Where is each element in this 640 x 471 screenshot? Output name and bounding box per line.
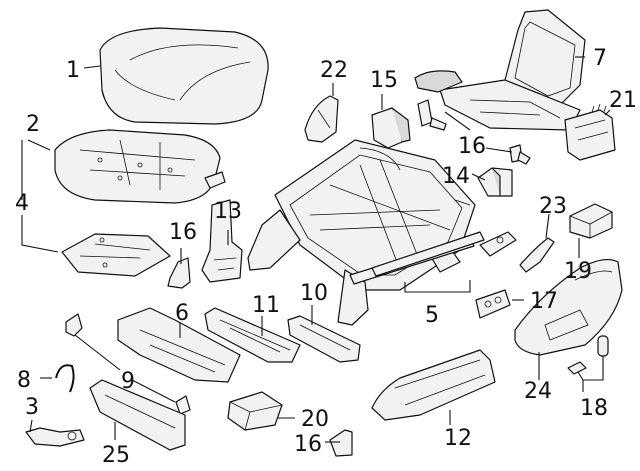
part-19-knob (569, 203, 613, 239)
callout-6: 6 (175, 301, 189, 326)
part-15-bracket (371, 107, 411, 149)
callout-12: 12 (444, 426, 472, 451)
callout-4: 4 (15, 191, 29, 216)
callout-24: 24 (524, 379, 552, 404)
callout-22: 22 (320, 58, 348, 83)
callout-14: 14 (442, 164, 470, 189)
part-16-bracket-c (167, 257, 191, 289)
part-13-bracket (201, 199, 243, 283)
callout-13: 13 (214, 199, 242, 224)
part-17-switch (475, 289, 511, 319)
callout-7: 7 (593, 46, 607, 71)
part-9-cap-b (175, 395, 191, 415)
part-5-motor (479, 231, 517, 257)
callout-16b: 16 (169, 220, 197, 245)
callout-20: 20 (301, 407, 329, 432)
callout-5: 5 (425, 303, 439, 328)
part-23-handle (519, 237, 555, 273)
leader-lines (21, 56, 611, 443)
seat-frame-assembly (247, 139, 485, 326)
part-22-bracket (304, 95, 339, 143)
part-16-bracket-b (509, 144, 531, 165)
part-18-knob-b (597, 335, 609, 357)
callout-19: 19 (564, 259, 592, 284)
callout-18: 18 (580, 396, 608, 421)
part-4-cushion-pan (61, 233, 171, 277)
callout-2: 2 (26, 112, 40, 137)
callout-16a: 16 (458, 134, 486, 159)
part-21-control-module (564, 103, 616, 161)
part-14-bracket (477, 167, 513, 197)
part-16-bracket-a (417, 99, 447, 131)
callout-21: 21 (609, 88, 637, 113)
callout-1: 1 (66, 58, 80, 83)
part-7-frame (414, 9, 586, 131)
part-25-trim-panel (89, 379, 186, 451)
callout-8: 8 (17, 368, 31, 393)
callout-9: 9 (121, 369, 135, 394)
callout-25: 25 (102, 443, 130, 468)
callout-15: 15 (370, 68, 398, 93)
callout-16c: 16 (294, 432, 322, 457)
callout-11: 11 (252, 293, 280, 318)
callout-10: 10 (300, 281, 328, 306)
part-6-side-shield (117, 307, 241, 383)
part-12-side-trim (371, 349, 496, 421)
part-16-bracket-d (329, 429, 353, 457)
callout-17: 17 (530, 289, 558, 314)
part-24-switch-bezel (514, 258, 623, 356)
part-3-harness-bracket (25, 427, 85, 447)
part-10-bracket (287, 315, 361, 363)
part-20-module (227, 391, 283, 431)
part-9-cap-a (65, 313, 83, 337)
callout-3: 3 (25, 395, 39, 420)
part-11-rail-cover (204, 307, 301, 363)
callout-23: 23 (539, 194, 567, 219)
part-2-cushion-foam (54, 129, 226, 204)
part-18-knob-a (567, 361, 587, 375)
callout-labels: 1 2 3 4 5 6 7 8 9 10 11 12 13 14 15 16 1… (15, 46, 637, 468)
part-1-cushion-pad (99, 27, 269, 125)
part-8-wire-clip (55, 364, 75, 393)
